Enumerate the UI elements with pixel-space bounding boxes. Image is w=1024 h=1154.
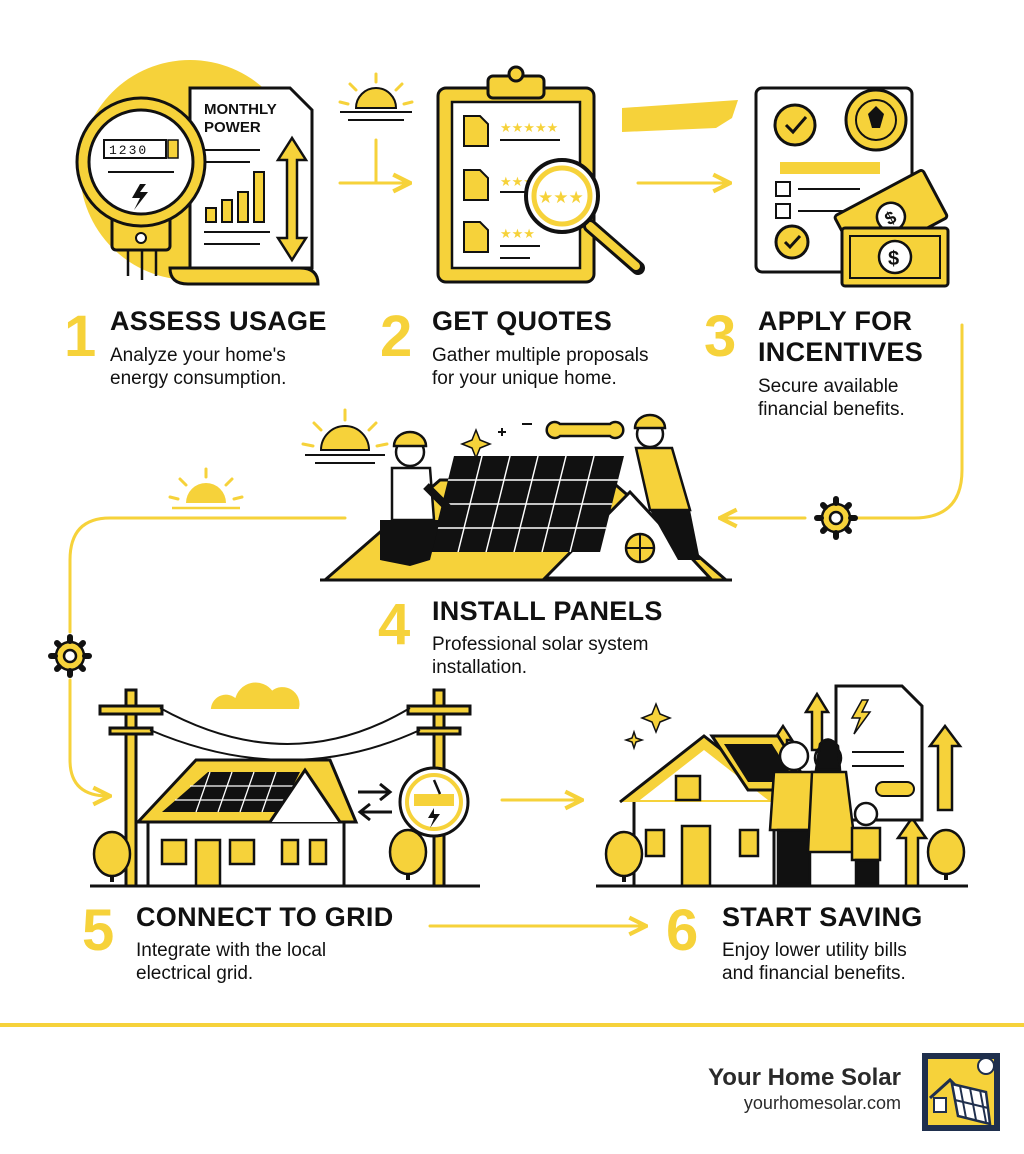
step-title-line-1: APPLY FOR [758, 306, 913, 336]
illustration-start-saving [596, 684, 968, 888]
gear-icon [51, 637, 89, 675]
step-desc-line-1: Secure available [758, 376, 899, 397]
step-desc-line-1: Analyze your home's [110, 345, 286, 366]
illustration-connect-grid [90, 682, 480, 888]
solar-panel [430, 456, 624, 552]
connector-4-5b [68, 678, 108, 796]
double-arrow-icon [275, 135, 309, 263]
flow-connectors [68, 138, 964, 926]
svg-text:★★★: ★★★ [500, 227, 535, 242]
step-title-line-2: INCENTIVES [758, 337, 924, 367]
svg-text:★★★: ★★★ [538, 188, 584, 208]
brand-url[interactable]: yourhomesolar.com [743, 1093, 901, 1113]
bill-label-line-2: POWER [204, 119, 261, 136]
step-number: 6 [666, 898, 699, 963]
logo-icon [922, 1053, 1000, 1131]
worker-right [633, 413, 700, 560]
step-desc-line-2: energy consumption. [110, 368, 287, 389]
svg-text:$: $ [888, 248, 899, 270]
gear-icon [817, 499, 855, 537]
step-number: 4 [378, 592, 411, 657]
cloud-icon [210, 682, 300, 709]
step-title: ASSESS USAGE [110, 306, 327, 336]
step-number: 2 [380, 304, 413, 369]
sun-icon [301, 408, 389, 464]
step-desc-line-1: Professional solar system [432, 634, 649, 655]
step-desc-line-2: and financial benefits. [722, 963, 906, 984]
connector-3-4 [853, 323, 964, 520]
worker-left [380, 430, 451, 566]
illustration-get-quotes: ★★★★★★★★★★★ ★★★ [436, 65, 645, 284]
magnifier-icon: ★★★ [524, 158, 645, 275]
step-number: 3 [704, 304, 737, 369]
seal-icon [844, 88, 908, 152]
step-desc-line-1: Enjoy lower utility bills [722, 940, 907, 961]
step-title: START SAVING [722, 902, 923, 932]
sun-icon [168, 467, 244, 510]
connector-4-5 [68, 516, 347, 634]
step-desc-line-1: Gather multiple proposals [432, 345, 649, 366]
illustration-assess-usage: MONTHLY POWER 1230 [75, 60, 320, 286]
step-desc-line-1: Integrate with the local [136, 940, 327, 961]
step-title: CONNECT TO GRID [136, 902, 394, 932]
step-number: 5 [82, 898, 115, 963]
svg-text:★★★★★: ★★★★★ [500, 121, 558, 136]
wrench-icon [545, 420, 625, 440]
sparkle-icon [459, 427, 493, 461]
connector-1-2 [374, 138, 408, 183]
sparkle-icon [623, 701, 673, 751]
illustration-install-panels [320, 413, 732, 582]
illustration-apply-incentives: $ $ [754, 86, 950, 288]
step-desc-line-2: installation. [432, 657, 528, 678]
step-desc-line-2: financial benefits. [758, 399, 905, 420]
state-shape [622, 100, 738, 132]
step-title: GET QUOTES [432, 306, 613, 336]
arrow-icon [357, 782, 393, 822]
step-desc-line-2: for your unique home. [432, 368, 617, 389]
sun-icon [338, 72, 414, 121]
step-title: INSTALL PANELS [432, 596, 663, 626]
step-desc-line-2: electrical grid. [136, 963, 254, 984]
step-number: 1 [64, 304, 97, 369]
bill-label-line-1: MONTHLY [204, 101, 277, 118]
grid-meter [398, 766, 470, 886]
brand-name: Your Home Solar [708, 1064, 901, 1091]
meter-digits: 1230 [109, 143, 148, 158]
dollar-icon: $ [840, 226, 950, 288]
family [768, 738, 882, 886]
